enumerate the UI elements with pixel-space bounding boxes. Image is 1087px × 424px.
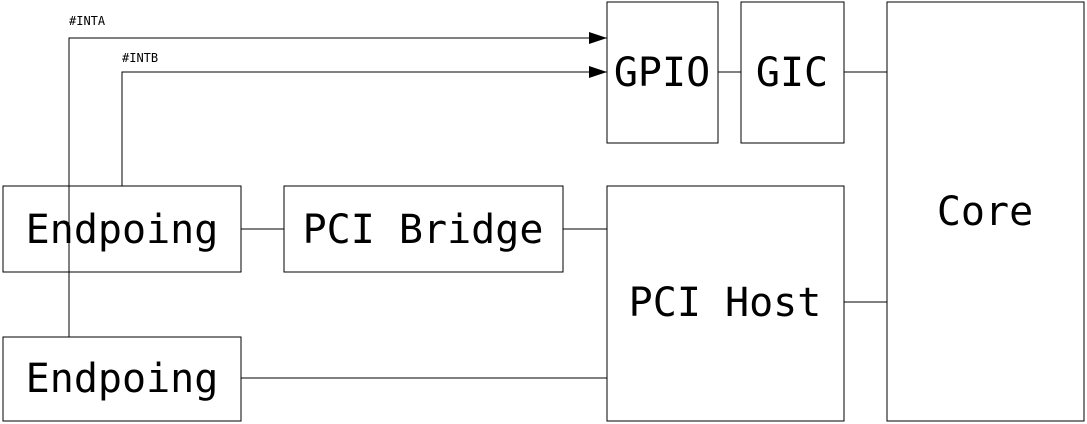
gic-label: GIC [756,50,828,96]
endpoint-bottom-block: Endpoing [2,336,242,422]
intb-label: #INTB [122,51,158,65]
gpio-label: GPIO [614,50,710,96]
pci-host-block: PCI Host [606,185,845,422]
endpoint-top-block: Endpoing [2,185,242,273]
intb-signal-line [121,66,607,186]
pci-host-label: PCI Host [629,280,822,326]
core-label: Core [937,189,1033,235]
inta-label: #INTA [69,14,106,28]
gpio-block: GPIO [606,1,719,144]
endpoint-bottom-label: Endpoing [26,356,219,402]
gic-block: GIC [740,1,845,144]
pci-bridge-label: PCI Bridge [303,207,544,253]
pci-bridge-block: PCI Bridge [283,185,564,273]
endpoint-top-label: Endpoing [26,207,219,253]
core-block: Core [886,1,1085,422]
